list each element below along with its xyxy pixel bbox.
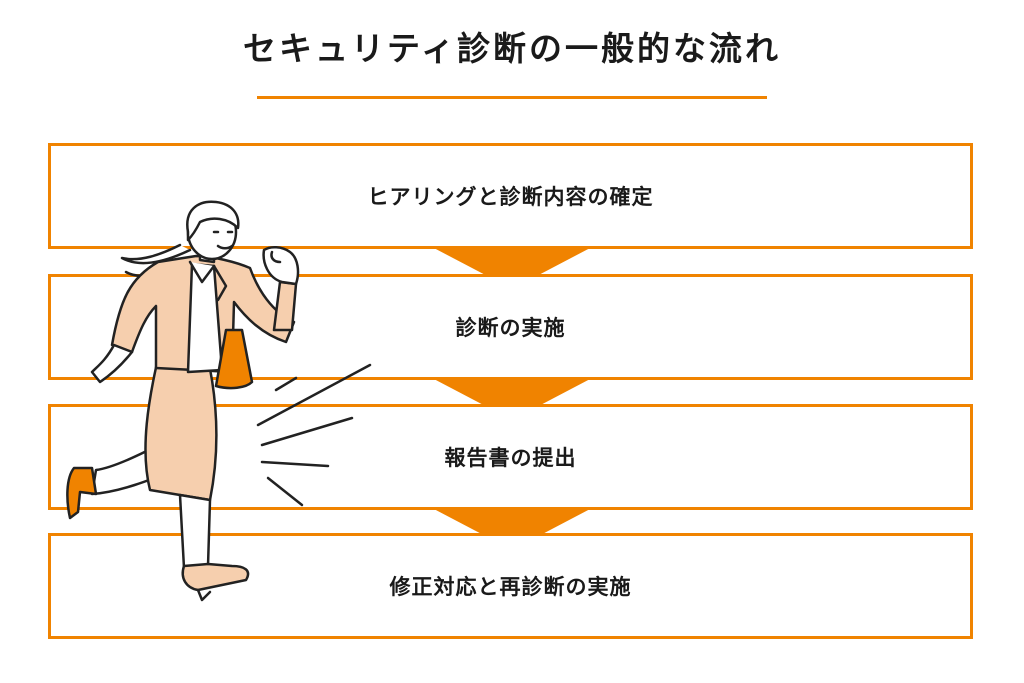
step-3-label: 報告書の提出	[444, 446, 577, 470]
step-2-box: 診断の実施	[48, 274, 973, 380]
step-1-label: ヒアリングと診断内容の確定	[367, 185, 654, 209]
step-3-box: 報告書の提出	[48, 404, 973, 510]
step-2-label: 診断の実施	[455, 316, 566, 340]
step-4-box: 修正対応と再診断の実施	[48, 533, 973, 639]
title-underline	[257, 96, 767, 99]
page-title: セキュリティ診断の一般的な流れ	[242, 29, 782, 68]
step-4-label: 修正対応と再診断の実施	[389, 575, 632, 599]
step-1-box: ヒアリングと診断内容の確定	[48, 143, 973, 249]
